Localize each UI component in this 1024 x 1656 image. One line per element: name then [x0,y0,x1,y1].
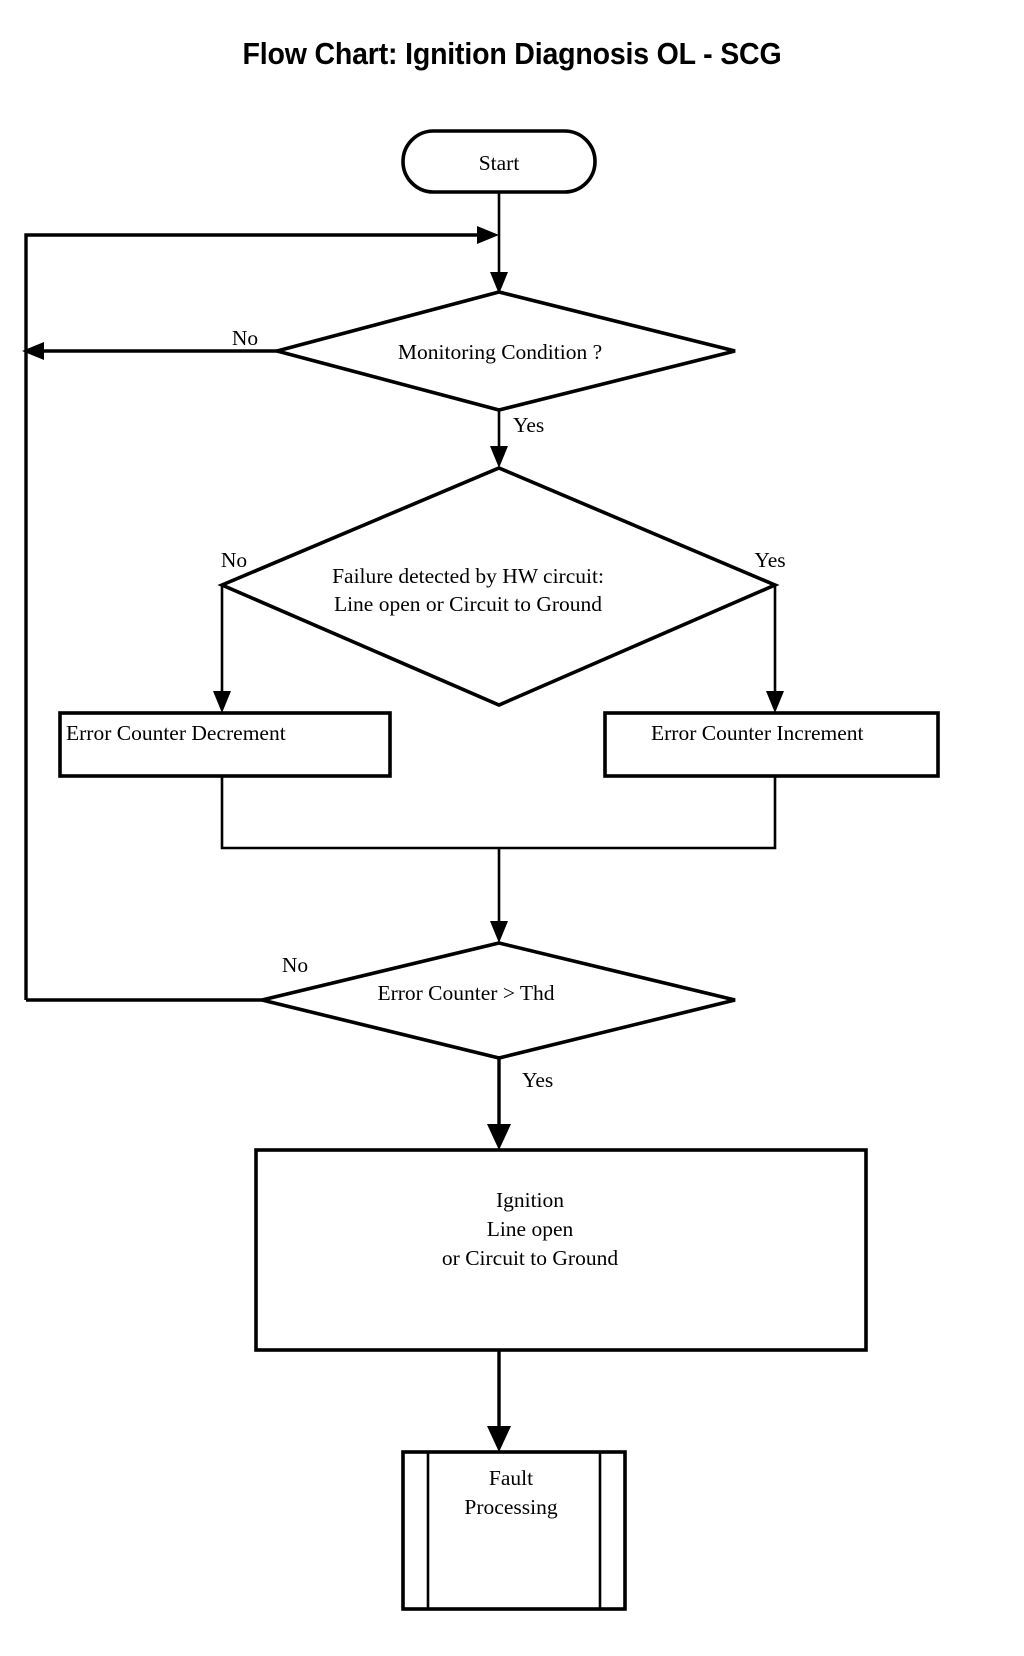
node-ignition-fault-label-line2: Line open [487,1217,574,1241]
arrowhead-failure-no [213,691,231,713]
arrowhead-merge-to-threshold [490,921,508,943]
edge-label-failure-yes: Yes [754,548,785,572]
node-fault-processing[interactable] [401,1450,627,1611]
node-monitoring-condition[interactable] [269,290,736,412]
edge-label-threshold-yes: Yes [522,1068,553,1092]
node-failure-detected-label-line2: Line open or Circuit to Ground [334,592,602,616]
edge-label-monitoring-no: No [232,326,258,350]
node-error-counter-increment-label: Error Counter Increment [651,721,864,745]
page-title: Flow Chart: Ignition Diagnosis OL - SCG [242,36,782,71]
node-error-counter-threshold[interactable] [261,941,736,1060]
arrowhead-ignition-to-fault [487,1426,511,1452]
node-error-counter-threshold-label: Error Counter > Thd [377,981,554,1005]
edge-label-monitoring-yes: Yes [513,413,544,437]
node-ignition-fault-label-line3: or Circuit to Ground [442,1246,618,1270]
node-failure-detected[interactable] [217,466,780,707]
arrowhead-failure-yes [766,691,784,713]
node-error-counter-decrement[interactable] [58,711,392,778]
node-error-counter-decrement-label: Error Counter Decrement [66,721,286,745]
arrowhead-monitoring-yes [490,446,508,468]
node-start[interactable] [401,129,597,194]
node-ignition-fault[interactable] [254,1148,868,1352]
arrowhead-threshold-yes [487,1124,511,1150]
connector-feedback-loop [24,233,489,1000]
edge-label-failure-no: No [221,548,247,572]
node-monitoring-condition-label: Monitoring Condition ? [398,340,602,364]
node-start-label: Start [479,151,520,175]
edge-label-threshold-no: No [282,953,308,977]
arrowhead-feedback-into-spine [477,226,499,244]
node-fault-processing-label-line2: Processing [464,1495,557,1519]
connector-failure-yes [769,583,777,704]
arrowhead-monitoring-no [22,342,44,360]
node-fault-processing-label-line1: Fault [489,1466,533,1490]
arrowhead-start-to-monitoring [490,272,508,294]
node-failure-detected-label-line1: Failure detected by HW circuit: [332,564,604,588]
connector-counters-merge [220,776,777,850]
node-error-counter-increment[interactable] [603,711,940,778]
connector-failure-no [220,583,228,704]
node-ignition-fault-label-line1: Ignition [496,1188,564,1212]
